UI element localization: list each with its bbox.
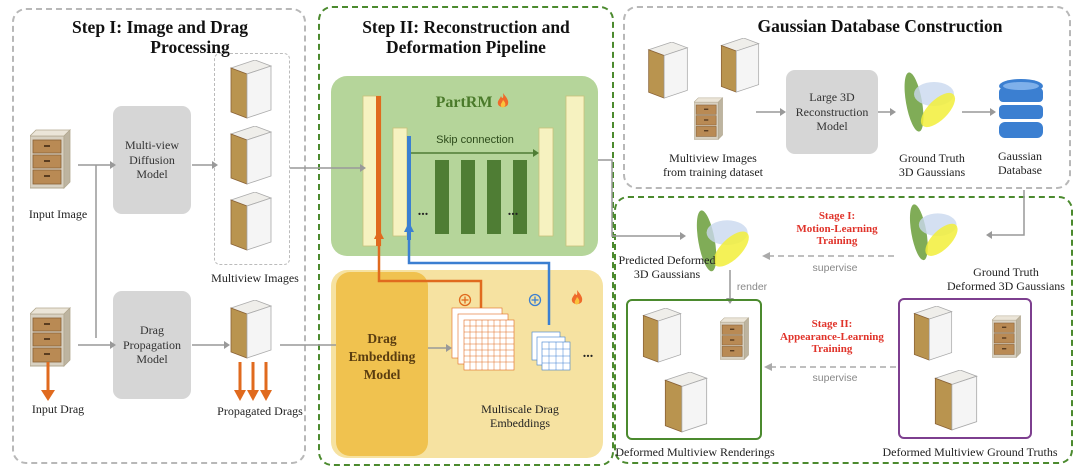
flame-icon — [497, 93, 509, 108]
s2-line2: Appearance-Learning — [780, 330, 884, 343]
s2-line3: Training — [811, 343, 853, 356]
cabinet-icon — [664, 372, 708, 433]
embedding-connectors — [374, 225, 551, 325]
drag-propagation-box: Drag Propagation Model — [113, 291, 191, 399]
gdb-line1: Gaussian — [998, 149, 1042, 163]
deformed-renderings-label: Deformed Multiview Renderings — [615, 445, 775, 459]
ellipsis-2: ... — [507, 204, 519, 219]
gdb-line2: Database — [998, 162, 1042, 177]
skip-connection-label: Skip connection — [436, 134, 514, 146]
cabinet-icon — [992, 315, 1021, 358]
deformed-gt-label: Deformed Multiview Ground Truths — [882, 445, 1058, 459]
supervise-label-1: supervise — [812, 262, 858, 274]
database-panel — [623, 6, 1071, 189]
s1-line1: Stage I: — [818, 210, 856, 222]
gtd-line1: Ground Truth — [973, 265, 1039, 279]
grid-stack-icon — [451, 307, 515, 371]
mvd-line2: Diffusion — [129, 152, 175, 167]
multiscale-embeddings-label: Multiscale Drag Embeddings — [465, 402, 575, 431]
dp-line2: Propagation — [123, 337, 181, 352]
cabinet-icon — [913, 306, 953, 361]
gtd-line2: Deformed 3D Gaussians — [947, 278, 1065, 293]
stage2-label: Stage II: Appearance-Learning Training — [772, 318, 892, 356]
gt-deformed-label: Ground Truth Deformed 3D Gaussians — [936, 265, 1076, 294]
database-title: Gaussian Database Construction — [757, 16, 1003, 36]
step1-title-line2: Processing — [150, 37, 230, 58]
partrm-name: PartRM — [435, 94, 493, 111]
drag-embedding-model-box — [336, 272, 428, 456]
mde-line2: Embeddings — [490, 415, 550, 430]
dp-line1: Drag — [140, 323, 164, 338]
large-recon-model-box: Large 3D Reconstruction Model — [786, 70, 878, 154]
propagated-drags-label: Propagated Drags — [217, 404, 303, 418]
lrm-line3: Model — [816, 119, 848, 134]
step1-panel — [12, 8, 306, 464]
database-icon — [999, 79, 1043, 138]
input-drag-label: Input Drag — [31, 402, 85, 416]
lrm-line2: Reconstruction — [795, 104, 869, 119]
mvd-line1: Multi-view — [125, 138, 179, 153]
cabinet-icon — [720, 317, 749, 360]
dp-line3: Model — [136, 352, 168, 367]
drag-embedding-label: Drag Embedding Model — [340, 330, 424, 385]
plus-circle-icon — [458, 293, 472, 307]
mvt-line1: Multiview Images — [669, 151, 757, 165]
gaussian-database-label: Gaussian Database — [980, 149, 1060, 178]
gtg-line1: Ground Truth — [899, 151, 965, 165]
ellipsis-1: ... — [417, 204, 429, 219]
input-drag-arrow — [41, 362, 55, 401]
plus-circle-icon — [528, 293, 542, 307]
predicted-deformed-label: Predicted Deformed 3D Gaussians — [612, 253, 722, 282]
multiview-images-frame — [214, 53, 290, 265]
gtg-line2: 3D Gaussians — [898, 164, 966, 179]
step1-title: Step I: Image and Drag Processing — [40, 17, 280, 57]
stage1-label: Stage I: Motion-Learning Training — [782, 210, 892, 248]
mde-line1: Multiscale Drag — [481, 402, 559, 416]
de-line2: Embedding — [348, 349, 416, 365]
flame-icon — [571, 290, 583, 305]
supervise-label-2: supervise — [812, 372, 858, 384]
step1-connectors — [78, 161, 330, 349]
partrm-network — [362, 95, 585, 247]
multiview-training-label: Multiview Images from training dataset — [648, 151, 778, 180]
render-label: render — [736, 281, 768, 293]
step2-title-line1: Step II: Reconstruction and — [362, 17, 570, 37]
mvd-line3: Model — [136, 167, 168, 182]
gt-gaussians-label: Ground Truth 3D Gaussians — [882, 151, 982, 180]
s1-line2: Motion-Learning — [796, 222, 878, 235]
ground-truths-box — [898, 298, 1032, 439]
partrm-label: PartRM — [424, 94, 504, 112]
grid-stack-icon — [531, 331, 571, 371]
input-image-label: Input Image — [28, 207, 88, 221]
renderings-box — [626, 299, 762, 440]
pd-line1: Predicted Deformed — [618, 253, 716, 267]
cabinet-icon — [642, 308, 682, 363]
s2-line1: Stage II: — [811, 318, 853, 330]
step1-title-line1: Step I: Image and Drag — [72, 17, 248, 37]
s1-line3: Training — [816, 235, 858, 248]
training-panel — [614, 196, 1073, 464]
step2-title-line2: Deformation Pipeline — [386, 37, 546, 58]
cabinet-icon — [934, 370, 978, 431]
ellipsis-3: ... — [582, 346, 594, 361]
propagated-drag-arrows — [234, 362, 272, 401]
step2-title: Step II: Reconstruction and Deformation … — [330, 17, 602, 57]
mvt-line2: from training dataset — [663, 164, 763, 179]
multiview-images-label: Multiview Images — [211, 271, 299, 285]
de-line1: Drag — [367, 331, 397, 346]
pd-line2: 3D Gaussians — [633, 266, 701, 281]
lrm-line1: Large 3D — [809, 90, 855, 105]
multiview-diffusion-box: Multi-view Diffusion Model — [113, 106, 191, 214]
de-line3: Model — [363, 367, 401, 383]
